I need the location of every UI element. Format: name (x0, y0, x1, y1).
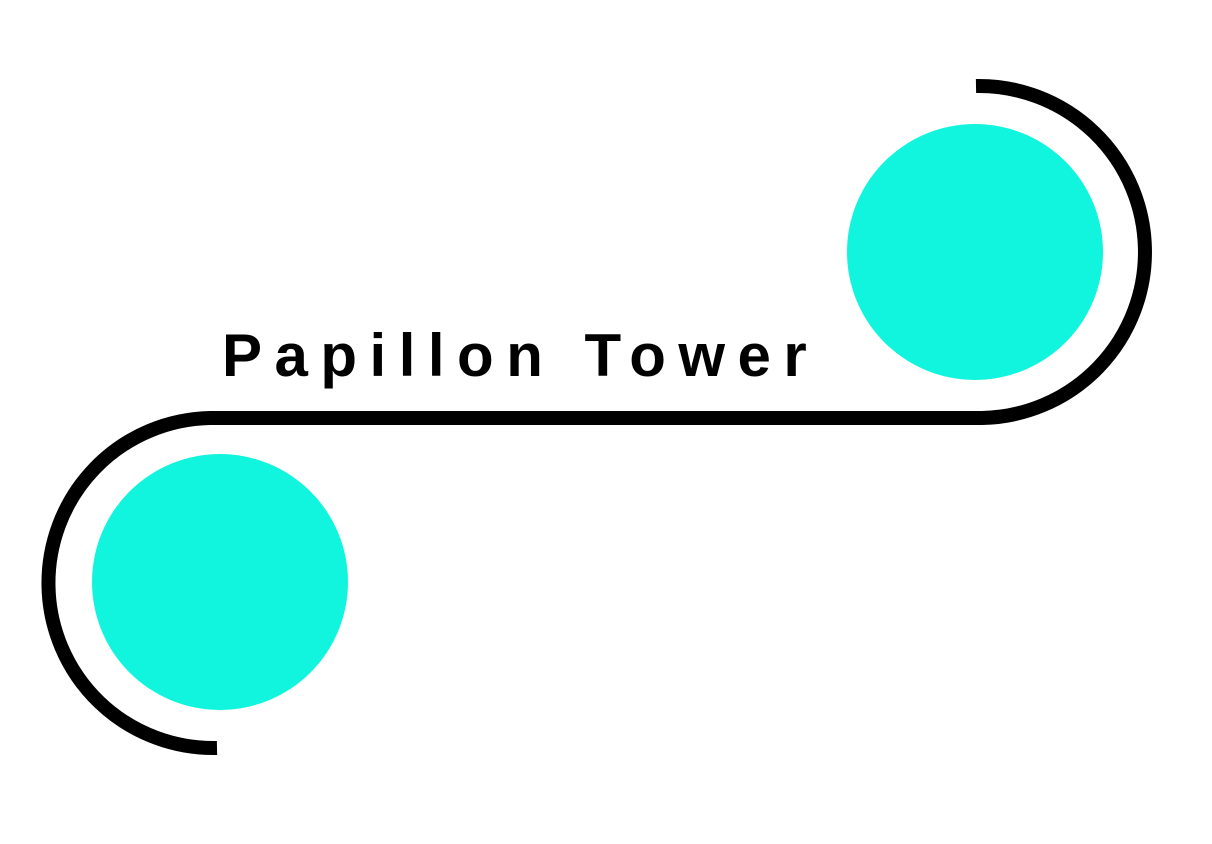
top-right-circle (847, 124, 1103, 380)
s-curve-line (41, 78, 1153, 756)
brand-wordmark: Papillon Tower (222, 322, 820, 389)
bottom-left-circle (92, 454, 348, 710)
